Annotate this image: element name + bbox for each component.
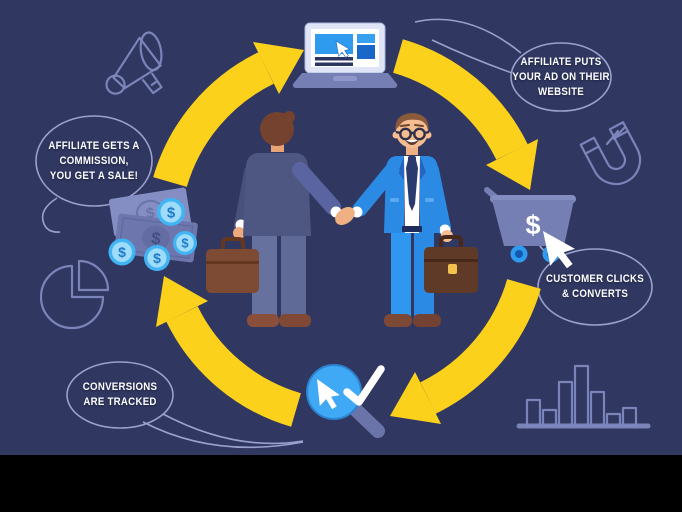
dollar-sign: $: [181, 236, 189, 251]
necktie: [406, 156, 418, 211]
scene: $ $ $ $ $: [0, 0, 682, 455]
coin: $: [173, 231, 197, 255]
letterbox-bar: [0, 455, 682, 512]
glasses: [395, 127, 430, 141]
affiliate-person: [206, 111, 342, 327]
briefcase: [206, 237, 259, 293]
business-owner-person: [351, 113, 478, 327]
bubble-customer-clicks-text: CUSTOMER CLICKS & CONVERTS: [546, 273, 644, 300]
shoe: [247, 314, 279, 327]
bubble-commission: [35, 115, 153, 233]
hair: [395, 113, 429, 131]
magnet-icon: [579, 121, 642, 186]
lightning-bolt-icon: [605, 125, 627, 146]
shoe: [413, 314, 441, 327]
briefcase: [424, 235, 478, 293]
dollar-sign: $: [153, 250, 161, 266]
money-commission-icon: $ $ $ $ $: [108, 187, 198, 271]
scene-canvas: $ $ $ $ $: [35, 18, 653, 449]
megaphone-icon: [105, 31, 163, 95]
bubble-affiliate-ad: [414, 18, 612, 112]
dollar-sign: $: [167, 205, 176, 222]
coin: $: [144, 245, 170, 271]
coin: $: [157, 198, 185, 226]
dollar-sign: $: [150, 228, 162, 248]
coin: $: [108, 238, 136, 266]
bubble-conversions: [66, 361, 304, 449]
dollar-sign: $: [525, 210, 540, 240]
pie-chart-icon: [39, 259, 110, 330]
bubble-conversions-text: CONVERSIONS ARE TRACKED: [82, 381, 158, 408]
flow-arrow-top-right: [392, 39, 538, 190]
laptop-ad-icon: [292, 22, 398, 88]
bubble-commission-text: AFFILIATE GETS A COMMISSION, YOU GET A S…: [48, 140, 140, 182]
dollar-sign: $: [118, 244, 126, 260]
bar-chart-icon: [516, 364, 651, 429]
tracking-magnifier-icon: [306, 364, 385, 438]
dollar-sign: $: [145, 204, 157, 222]
shopping-cart-icon: $: [484, 187, 579, 272]
shoe: [384, 314, 412, 327]
bubble-affiliate-ad-text: AFFILIATE PUTS YOUR AD ON THEIR WEBSITE: [512, 56, 610, 98]
shoe: [279, 314, 311, 327]
checkmark-icon: [343, 365, 385, 406]
handshake-hands: [335, 207, 355, 225]
